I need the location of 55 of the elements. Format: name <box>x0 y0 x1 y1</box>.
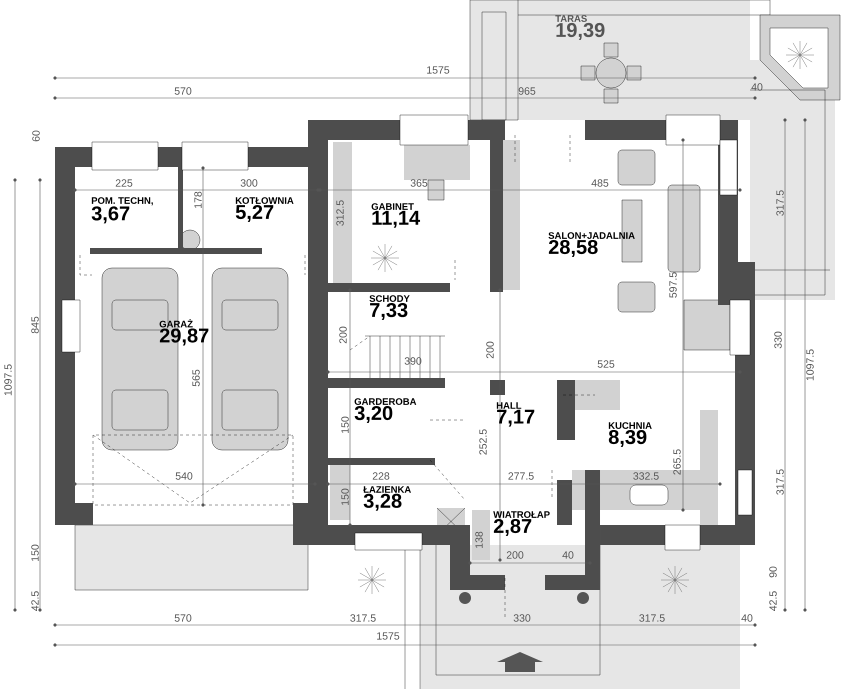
dimension-label: 60 <box>32 130 40 142</box>
dimension-label: 138 <box>475 532 483 548</box>
dimension-label: 330 <box>514 614 530 622</box>
dimension-label: 570 <box>174 614 192 622</box>
room-label: SALON+JADALNIA 28,58 <box>548 232 635 257</box>
dimension-label: 200 <box>486 342 494 358</box>
dimension-label: 150 <box>341 416 349 433</box>
dimension-label: 225 <box>116 179 132 187</box>
dimension-label: 178 <box>194 192 202 208</box>
dimension-label: 42.5 <box>769 591 777 611</box>
dimension-label: 40 <box>751 83 762 91</box>
dimension-label: 332.5 <box>633 472 659 480</box>
dimension-label: 42.5 <box>31 591 39 611</box>
dimension-label: 525 <box>598 360 614 368</box>
dimension-label: 485 <box>591 179 608 187</box>
dimension-label: 312.5 <box>336 200 344 226</box>
dimension-label: 1097.5 <box>806 349 814 380</box>
dimension-label: 277.5 <box>508 472 534 480</box>
room-label: POM. TECHN, 3,67 <box>92 197 153 224</box>
room-label: GARAŻ 29,87 <box>160 319 208 346</box>
dimension-label: 1575 <box>427 66 450 74</box>
dimension-label: 330 <box>774 332 782 348</box>
dimension-label: 565 <box>192 370 200 386</box>
dimension-label: 252.5 <box>479 429 487 455</box>
dimension-label: 150 <box>31 544 39 561</box>
room-label: KOTŁOWNIA 5,27 <box>236 197 294 222</box>
dimension-label: 90 <box>769 566 777 578</box>
dimension-label: 300 <box>240 179 258 187</box>
dimension-label: 1097.5 <box>4 364 12 396</box>
room-label: GABINET 11,14 <box>372 203 420 228</box>
dimension-label: 317.5 <box>776 190 784 216</box>
room-label: HALL 7,17 <box>496 402 534 427</box>
dimension-label: 597.5 <box>669 272 677 298</box>
dimension-label: 570 <box>174 87 192 95</box>
dimension-label: 365 <box>410 179 428 187</box>
dimension-label: 965 <box>518 87 536 95</box>
room-label: WIATROŁAP 2,87 <box>493 511 550 536</box>
room-label: SCHODY 7,33 <box>369 295 410 320</box>
room-label: KUCHNIA 8,39 <box>608 422 652 447</box>
room-label: ŁAZIENKA 3,28 <box>363 486 411 511</box>
dimension-label: 845 <box>31 316 39 334</box>
dimension-label: 317.5 <box>350 614 376 622</box>
dimension-label: 200 <box>506 551 524 559</box>
dimension-label: 200 <box>339 326 347 344</box>
room-label: GARDEROBA 3,20 <box>354 398 416 423</box>
dimension-label: 265.5 <box>673 449 681 475</box>
dimension-label: 228 <box>372 472 390 480</box>
dimension-label: 1575 <box>377 632 400 640</box>
dimension-label: 317.5 <box>639 614 665 622</box>
dimension-label: 150 <box>341 488 349 505</box>
dimension-label: 317.5 <box>776 469 784 495</box>
dimension-label: 40 <box>741 614 752 622</box>
dimension-label: 540 <box>176 472 192 480</box>
room-label: TARAS 19,39 <box>555 15 604 40</box>
dimension-label: 40 <box>562 551 574 559</box>
